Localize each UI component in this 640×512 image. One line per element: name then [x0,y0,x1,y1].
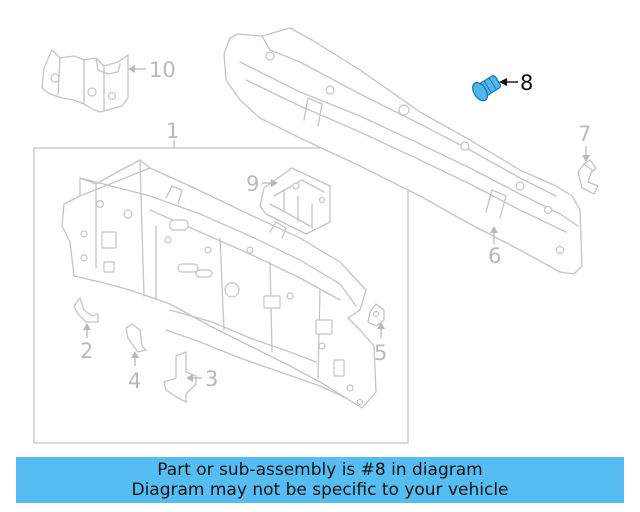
part-5-bracket [367,303,385,338]
part-8-bolt [472,75,518,102]
info-banner: Part or sub-assembly is #8 in diagram Di… [16,457,624,503]
callout-1: 1 [166,119,179,143]
part-1-rear-panel [61,159,377,409]
part-2-bracket [73,297,99,338]
callout-6: 6 [488,244,501,268]
callout-9: 9 [246,172,259,196]
callout-5: 5 [374,341,387,365]
callout-8: 8 [520,71,533,95]
assembly-1-frame [33,140,409,444]
callout-10: 10 [149,58,176,82]
part-3-bracket [163,351,202,403]
part-4-bracket [125,323,147,366]
part-6-cross-member [223,27,583,275]
banner-line-1: Part or sub-assembly is #8 in diagram [157,460,483,480]
callout-3: 3 [205,367,218,391]
parts-diagram: 1 2 3 4 5 6 7 8 9 10 [33,27,599,444]
callout-7: 7 [578,122,591,146]
callout-4: 4 [128,369,141,393]
part-7-clip [577,146,599,195]
part-9-bracket [259,167,331,235]
callout-2: 2 [80,339,93,363]
part-10-bracket [41,49,146,113]
banner-line-2: Diagram may not be specific to your vehi… [131,480,509,500]
